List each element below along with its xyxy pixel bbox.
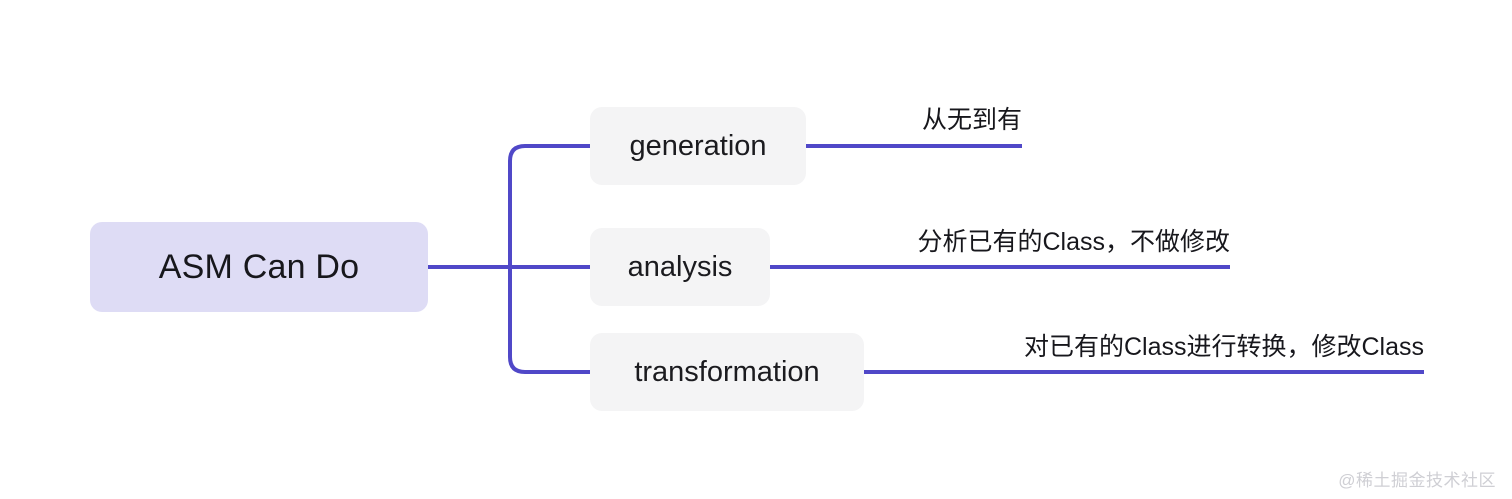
branch-annotation-analysis: 分析已有的Class，不做修改: [917, 228, 1230, 256]
branch-node-transformation[interactable]: transformation: [590, 333, 864, 411]
branch-node-label: generation: [629, 129, 767, 162]
watermark: @稀土掘金技术社区: [1338, 471, 1496, 490]
connector-branch-top: [508, 144, 590, 267]
branch-node-generation[interactable]: generation: [590, 107, 806, 185]
branch-node-analysis[interactable]: analysis: [590, 228, 770, 306]
branch-annotation-transformation: 对已有的Class进行转换，修改Class: [1023, 333, 1424, 361]
root-node[interactable]: ASM Can Do: [90, 222, 428, 312]
branch-node-label: transformation: [634, 355, 820, 388]
branch-node-label: analysis: [627, 250, 733, 283]
root-node-label: ASM Can Do: [158, 247, 360, 286]
connector-branch-bottom: [508, 267, 590, 374]
branch-annotation-generation: 从无到有: [921, 106, 1022, 134]
